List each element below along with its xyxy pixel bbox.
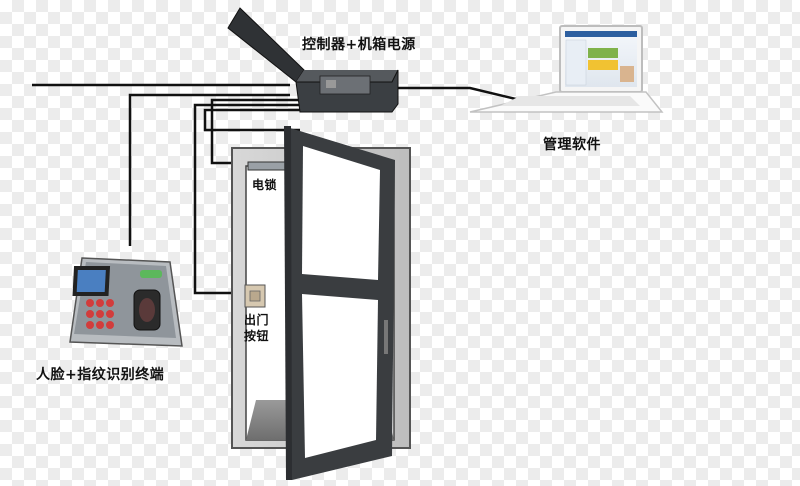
wire-extra [203,108,300,132]
controller-box-icon [227,7,399,113]
exit-button-icon [244,284,266,308]
software-label: 管理软件 [543,137,601,153]
exit-button-label-line1: 出门 [244,313,270,327]
controller-label: 控制器+机箱电源 [302,37,416,53]
exit-button-label-line2: 按钮 [244,329,270,343]
electric-lock-label: 电锁 [252,178,278,192]
door-leaf [284,126,395,480]
exit-button-label: 出门 按钮 [244,312,270,344]
wire-terminal-controller [128,93,290,246]
wire-exit-button [193,103,300,295]
laptop-icon [469,25,664,113]
face-fingerprint-terminal-icon [69,257,183,347]
terminal-label: 人脸+指纹识别终端 [36,367,165,383]
wire-controller-laptop [398,86,521,102]
